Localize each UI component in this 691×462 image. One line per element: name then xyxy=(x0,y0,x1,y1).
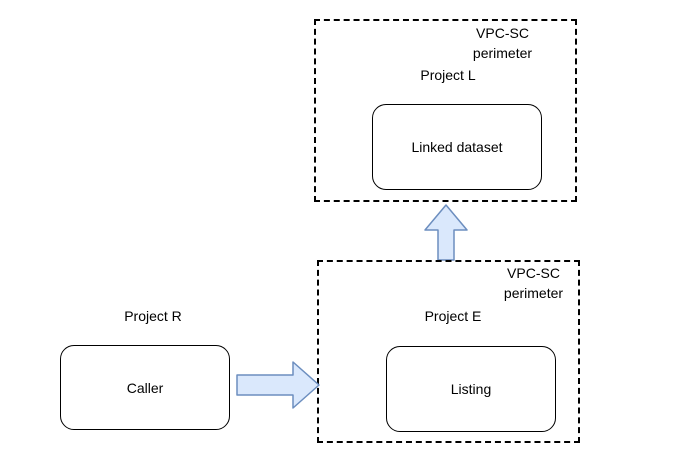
project-e-label: Project E xyxy=(424,308,482,324)
perimeter-label-bottom-line2: perimeter xyxy=(503,285,564,301)
up-block-arrow-shape xyxy=(424,204,468,261)
perimeter-label-top: VPC-SC perimeter xyxy=(440,23,565,63)
linked-dataset-node: Linked dataset xyxy=(372,104,542,190)
listing-node-label: Listing xyxy=(450,381,492,397)
perimeter-box-project-e xyxy=(317,260,580,443)
project-r-label: Project R xyxy=(124,308,182,324)
caller-node-label: Caller xyxy=(126,379,164,396)
perimeter-label-top-line1: VPC-SC xyxy=(476,25,529,41)
perimeter-label-bottom: VPC-SC perimeter xyxy=(471,263,596,303)
right-block-arrow-icon xyxy=(236,361,320,409)
up-block-arrow-icon xyxy=(424,204,468,261)
project-l-label: Project L xyxy=(420,67,476,83)
perimeter-label-bottom-line1: VPC-SC xyxy=(507,265,560,281)
caller-node: Caller xyxy=(60,345,230,430)
listing-node: Listing xyxy=(386,346,556,432)
perimeter-label-top-line2: perimeter xyxy=(472,45,533,61)
linked-dataset-node-label: Linked dataset xyxy=(411,139,503,155)
perimeter-box-project-l xyxy=(314,19,577,202)
right-block-arrow-shape xyxy=(236,361,320,409)
